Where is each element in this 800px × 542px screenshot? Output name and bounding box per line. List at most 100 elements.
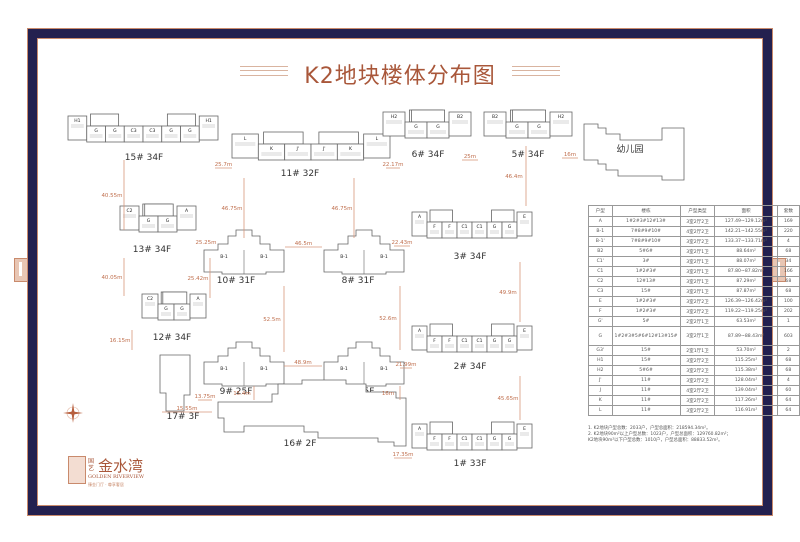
kindergarten-outline — [583, 123, 685, 181]
table-cell: 63.53m² — [714, 316, 778, 327]
building-core — [491, 421, 515, 435]
logo-english: GOLDEN RIVERVIEW — [88, 474, 144, 480]
table-cell: 603 — [776, 326, 800, 346]
table-cell: 68 — [776, 355, 800, 366]
dimension-label: 15.55m — [176, 406, 197, 412]
table-cell: F — [588, 306, 613, 317]
dimension-label: 46.4m — [505, 174, 523, 180]
unit-label: G — [493, 338, 497, 344]
unit-label: C1 — [461, 338, 467, 344]
table-cell: 127.49~129.12m² — [714, 216, 778, 227]
table-cell: 1 — [776, 316, 800, 327]
table-cell: 126.39~126.42m² — [714, 296, 778, 307]
table-cell: 15# — [611, 345, 681, 356]
table-cell: 142.21~142.55m² — [714, 226, 778, 237]
table-cell: 3室2厅2卫 — [679, 306, 716, 317]
building-core — [263, 131, 304, 145]
unit-block — [198, 115, 219, 141]
table-header-cell: 楼栋 — [611, 205, 681, 217]
table-cell: 115.25m² — [714, 355, 778, 366]
logo-prefix: 国艺 — [88, 458, 95, 472]
unit-label: C1 — [476, 338, 482, 344]
table-cell: C2 — [588, 276, 613, 287]
building-outline — [217, 379, 407, 447]
building-core — [429, 323, 453, 337]
table-cell: C1 — [588, 266, 613, 277]
table-header-cell: 套数 — [776, 205, 800, 217]
unit-label: B-1 — [380, 366, 388, 372]
unit-label: G — [188, 128, 192, 134]
unit-label: E — [523, 328, 526, 334]
building-core — [491, 209, 515, 223]
table-cell: 3室2厅1卫 — [679, 286, 716, 297]
building-core — [90, 113, 120, 127]
unit-label: K — [349, 146, 353, 152]
table-cell: 5#6# — [611, 365, 681, 376]
table-cell: 68 — [776, 246, 800, 257]
page-title: K2地块楼体分布图 — [304, 64, 496, 89]
table-cell: 3室2厅2卫 — [679, 375, 716, 386]
table-header-cell: 面积 — [714, 205, 778, 217]
table-cell: 4室2厅2卫 — [679, 385, 716, 396]
table-header-cell: 户型类型 — [679, 205, 716, 217]
building-label-3: 3# 34F — [454, 252, 487, 262]
table-cell: 15# — [611, 355, 681, 366]
dimension-label: 15.4m — [233, 391, 251, 397]
table-cell: 11# — [611, 395, 681, 406]
building-label-2: 2# 34F — [454, 362, 487, 372]
dimension-label: 13.75m — [194, 394, 215, 400]
building-label-6: 6# 34F — [412, 150, 445, 160]
unit-label: H1 — [74, 118, 80, 124]
note-2: 2. K2地块90m²以上户型总数：1023户，户型总面积：129760.82m… — [588, 432, 731, 437]
table-cell: 68 — [776, 286, 800, 297]
table-cell: 3室2厅2卫 — [679, 296, 716, 307]
unit-block — [231, 133, 259, 159]
unit-label: G — [94, 128, 98, 134]
logo-brand: 金水湾 — [98, 457, 144, 475]
table-cell: 3室2厅2卫 — [679, 405, 716, 416]
dimension-label: 25.25m — [195, 240, 216, 246]
building-label-8: 8# 31F — [342, 276, 375, 286]
building-label-kindergarten: 幼儿园 — [616, 143, 643, 155]
unit-label: G — [180, 306, 184, 312]
dimension-label: 22.17m — [382, 162, 403, 168]
table-cell: 2室1厅1卫 — [679, 345, 716, 356]
table-cell: 1#2#3#5#6#12#13#15# — [611, 326, 681, 346]
unit-label: C1 — [476, 436, 482, 442]
dimension-label: 16m — [564, 152, 576, 158]
unit-label: F — [433, 338, 436, 344]
table-cell: 87.80~87.82m² — [714, 266, 778, 277]
table-cell: 100 — [776, 296, 800, 307]
building-outline — [159, 354, 191, 412]
table-cell: 4 — [776, 236, 800, 247]
table-cell: 34 — [776, 256, 800, 267]
table-cell: 128.04m² — [714, 375, 778, 386]
dimension-label: 40.55m — [101, 193, 122, 199]
table-cell: 3室2厅2卫 — [679, 365, 716, 376]
table-cell: 15# — [611, 286, 681, 297]
unit-label: C1 — [476, 224, 482, 230]
building-core — [429, 209, 453, 223]
unit-label: G — [166, 218, 170, 224]
unit-label: K — [270, 146, 274, 152]
table-cell: 68 — [776, 276, 800, 287]
table-header-cell: 户型 — [588, 205, 613, 217]
unit-label: C1 — [461, 224, 467, 230]
unit-label: A — [418, 214, 422, 220]
table-cell: 166 — [776, 266, 800, 277]
table-cell: 3室2厅1卫 — [679, 276, 716, 287]
table-cell: J' — [588, 375, 613, 386]
building-core — [162, 291, 188, 305]
title-rule-left — [240, 66, 288, 76]
unit-label: G — [508, 436, 512, 442]
unit-label: F — [433, 436, 436, 442]
unit-label: G — [113, 128, 117, 134]
table-cell: 116.91m² — [714, 405, 778, 416]
unit-block — [189, 293, 207, 319]
unit-label: G — [164, 306, 168, 312]
